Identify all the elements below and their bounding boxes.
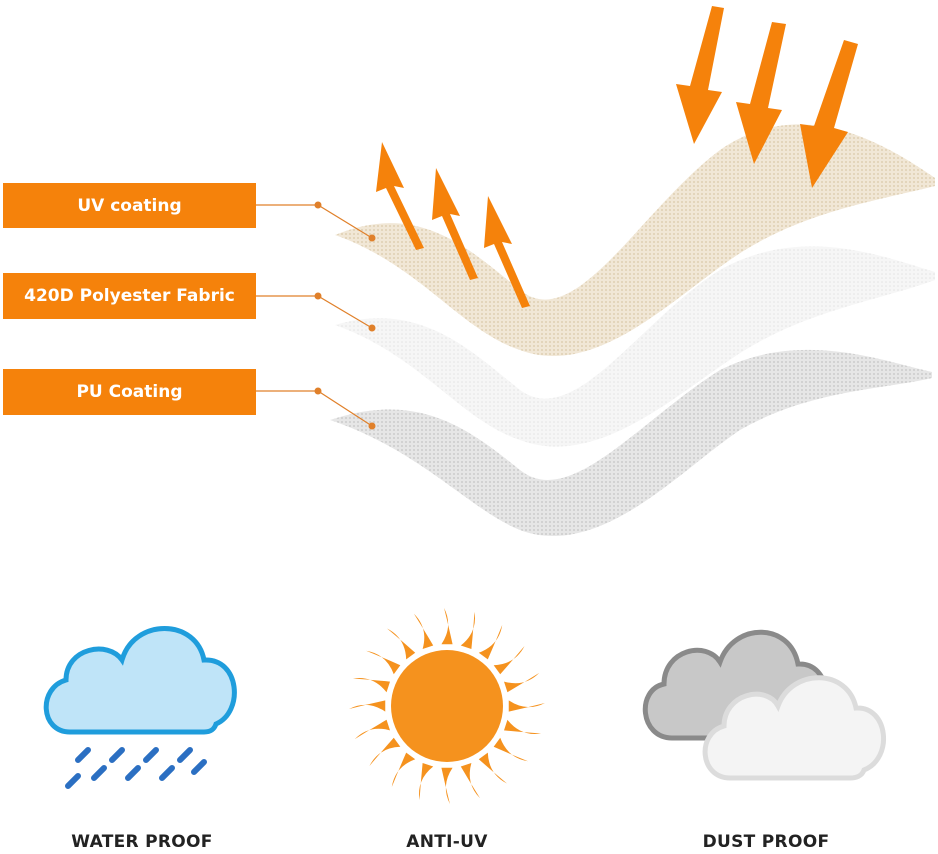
sun-ray xyxy=(504,672,540,693)
leader-dot xyxy=(368,422,376,430)
leader-dot xyxy=(314,292,322,300)
clouds-icon xyxy=(642,629,887,781)
sun-ray xyxy=(460,763,481,799)
sun-ray xyxy=(352,678,390,693)
leader-dot xyxy=(368,234,376,242)
sun-ray xyxy=(366,650,401,675)
sun-ray xyxy=(441,608,453,645)
sun-ray xyxy=(369,737,401,766)
pu-coating-label: PU Coating xyxy=(3,369,256,415)
sun-ray xyxy=(419,763,434,801)
leader-dot xyxy=(368,324,376,332)
sun-ray xyxy=(354,719,390,740)
sun-ray xyxy=(493,646,525,675)
water-proof-caption: WATER PROOF xyxy=(71,832,213,852)
leader-dot xyxy=(314,387,322,395)
arrow-down-icon xyxy=(676,6,724,144)
sun-ray xyxy=(504,719,542,734)
leader-dot xyxy=(314,201,322,209)
arrow-up-icon xyxy=(376,142,424,250)
sun-ray xyxy=(508,700,545,712)
polyester-layer xyxy=(335,246,935,447)
pu-coating-layer xyxy=(330,349,932,537)
sun-ray xyxy=(441,767,453,804)
incoming-uv-arrows xyxy=(676,6,858,188)
sun-ray xyxy=(391,752,416,787)
reflected-uv-arrows xyxy=(376,142,530,308)
arrow-up-icon xyxy=(484,196,530,308)
sun-ray xyxy=(493,737,528,762)
uv-coating-layer xyxy=(335,124,935,357)
polyester-fabric-label: 420D Polyester Fabric xyxy=(3,273,256,319)
dust-proof-caption: DUST PROOF xyxy=(702,832,830,852)
sun-ray xyxy=(478,752,507,784)
rain-cloud-icon xyxy=(43,626,237,789)
uv-coating-label: UV coating xyxy=(3,183,256,228)
arrow-down-icon xyxy=(800,40,858,188)
sun-ray xyxy=(387,628,416,660)
arrow-up-icon xyxy=(432,168,478,280)
arrow-down-icon xyxy=(736,22,786,164)
sun-ray xyxy=(460,611,475,649)
anti-uv-caption: ANTI-UV xyxy=(406,832,488,852)
sun-ray xyxy=(349,700,386,712)
sun-ray xyxy=(413,613,434,649)
sun-icon xyxy=(349,608,545,804)
sun-ray xyxy=(478,625,503,660)
